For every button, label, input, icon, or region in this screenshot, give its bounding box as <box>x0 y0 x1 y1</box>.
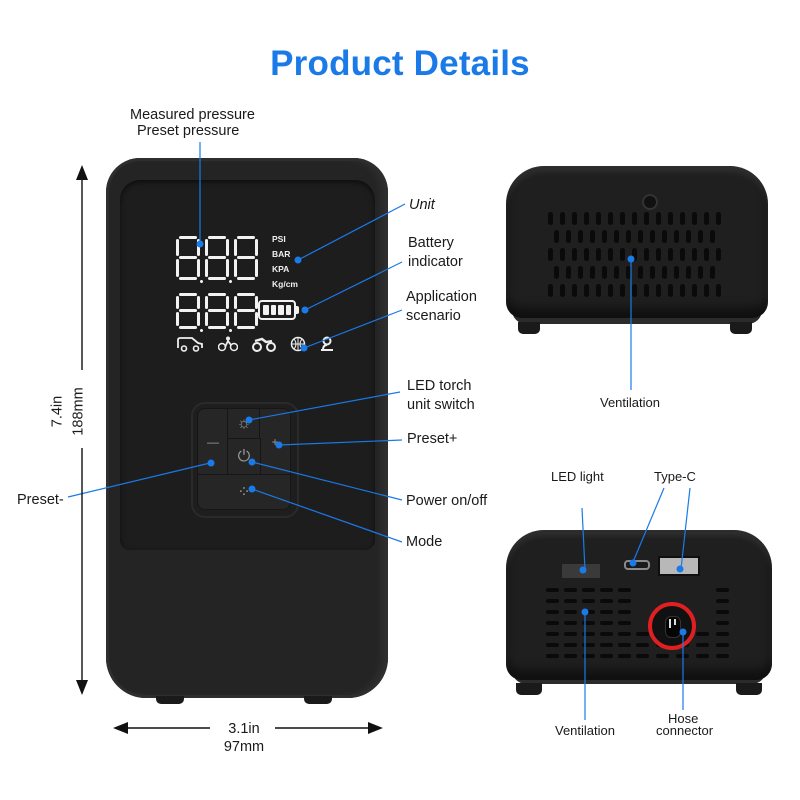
label-torch-line2: unit switch <box>407 397 475 413</box>
port-view-foot-right <box>736 683 762 695</box>
ball-icon <box>290 336 306 352</box>
digit-8 <box>229 293 258 332</box>
port-view <box>506 530 772 680</box>
label-preset-minus: Preset- <box>17 492 64 508</box>
device-foot-right <box>304 696 332 704</box>
unit-bar: BAR <box>272 249 291 259</box>
digit-8 <box>200 293 229 332</box>
page-title: Product Details <box>270 44 530 83</box>
label-mode: Mode <box>406 534 443 550</box>
label-unit: Unit <box>409 197 435 213</box>
label-hose-line2: connector <box>656 723 714 738</box>
port-view-foot-left <box>516 683 542 695</box>
label-ventilation-top: Ventilation <box>600 395 660 410</box>
hose-connector <box>648 602 696 650</box>
preset-pressure-digits <box>176 293 258 332</box>
vent-grille <box>546 210 730 310</box>
label-led-light: LED light <box>551 469 604 484</box>
led-torch-button[interactable]: ☼ <box>227 408 261 440</box>
scenario-icons <box>176 336 334 352</box>
mode-button[interactable]: ⁘ <box>197 474 291 510</box>
control-keypad: — ☼ + ⏻ ⁘ <box>191 402 299 518</box>
sun-icon: ☼ <box>236 415 252 432</box>
digit-8 <box>229 236 258 283</box>
battery-icon <box>258 300 296 320</box>
label-preset-pressure: Preset pressure <box>137 123 240 139</box>
minus-icon: — <box>207 435 219 449</box>
label-power: Power on/off <box>406 493 488 509</box>
label-torch-line1: LED torch <box>407 378 472 394</box>
label-preset-plus: Preset+ <box>407 431 458 447</box>
label-ventilation-bottom: Ventilation <box>555 723 615 738</box>
mode-icon: ⁘ <box>237 484 251 501</box>
battery-indicator <box>258 300 299 320</box>
side-view-foot-right <box>730 322 752 334</box>
custom-icon <box>321 336 333 351</box>
digit-8 <box>200 236 229 283</box>
preset-plus-button[interactable]: + <box>259 408 291 476</box>
digit-8 <box>176 236 200 280</box>
unit-list: PSI BAR KPA Kg/cm <box>272 232 298 292</box>
type-c-port <box>624 560 650 570</box>
device-foot-left <box>156 696 184 704</box>
switch-port <box>658 556 700 576</box>
side-view-foot-left <box>518 322 540 334</box>
preset-minus-button[interactable]: — <box>197 408 229 476</box>
width-mm-label: 97mm <box>223 739 265 755</box>
side-view-vent <box>506 166 768 318</box>
label-battery-line2: indicator <box>408 254 463 270</box>
unit-psi: PSI <box>272 234 286 244</box>
power-button[interactable]: ⏻ <box>227 438 261 476</box>
label-scenario-line1: Application <box>406 289 477 305</box>
led-light-window <box>562 564 600 578</box>
vent-grille-horizontal <box>546 588 746 668</box>
label-type-c: Type-C <box>654 469 696 484</box>
port-hole-icon <box>642 194 658 210</box>
digit-8 <box>176 293 200 329</box>
height-mm-label: 188mm <box>70 387 87 436</box>
width-inch-label: 3.1in <box>228 721 260 737</box>
measured-pressure-digits <box>176 236 258 283</box>
label-battery-line1: Battery <box>408 235 454 251</box>
unit-kgcm: Kg/cm <box>272 279 298 289</box>
motorcycle-icon <box>252 337 276 352</box>
car-icon <box>177 337 203 352</box>
unit-kpa: KPA <box>272 264 290 274</box>
power-icon: ⏻ <box>237 448 251 465</box>
height-inch-label: 7.4in <box>49 395 66 428</box>
bicycle-icon <box>218 336 238 352</box>
label-hose-line1: Hose <box>668 711 699 726</box>
plus-icon: + <box>271 435 279 449</box>
label-measured-pressure: Measured pressure <box>130 107 255 123</box>
label-scenario-line2: scenario <box>406 308 461 324</box>
